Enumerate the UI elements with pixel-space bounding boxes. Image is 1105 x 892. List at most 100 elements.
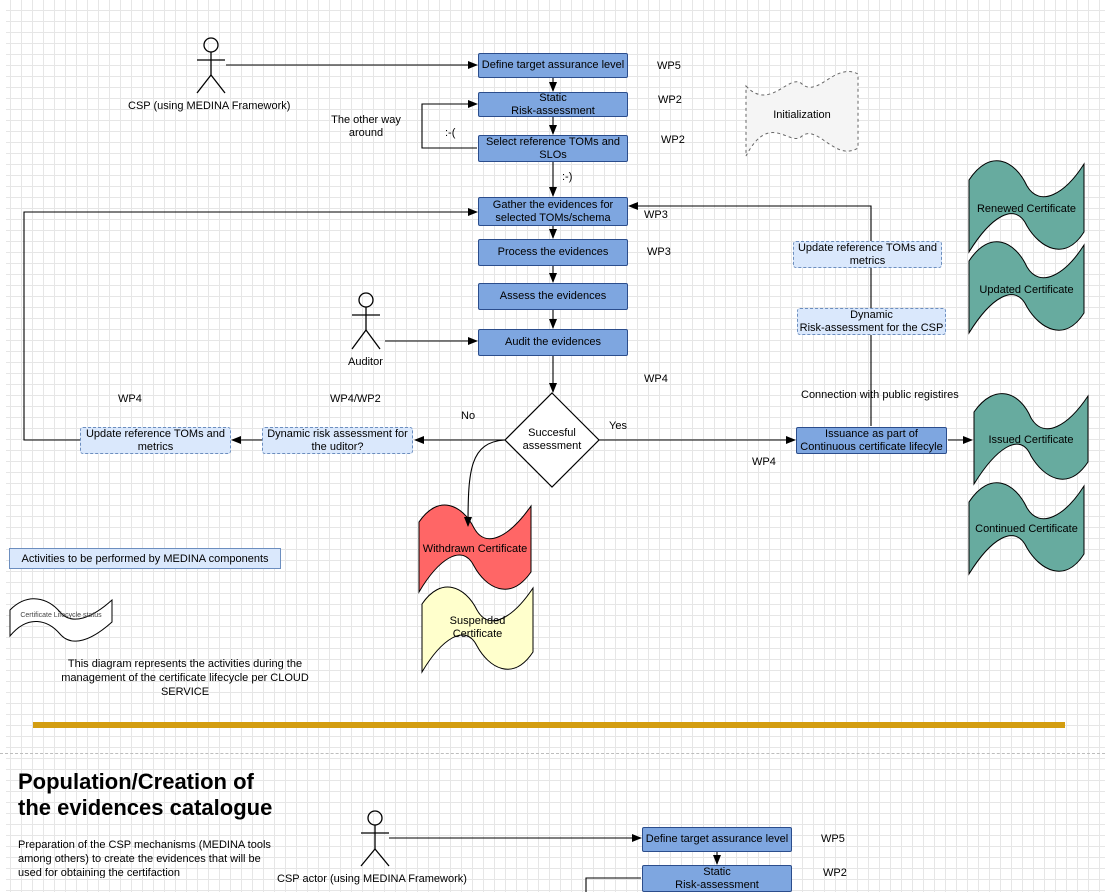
activities-legend-label: Activities to be performed by MEDINA com… [21,552,269,565]
page-break-line [0,753,1105,754]
sad-emoticon: :-( [445,127,456,139]
define-target-assurance-box[interactable]: Define target assurance level [478,53,628,78]
lifecycle-status-legend-label: Certificate Lifecycle status [20,611,102,619]
define-target-assurance-label: Define target assurance level [481,59,625,71]
wp-issuance-label: WP4 [752,456,776,468]
wp-audit-label: WP4 [644,373,668,385]
select-toms-line1: Select reference TOMs and [485,135,621,148]
renewed-certificate-label: Renewed Certificate [976,202,1077,215]
initialization-shape [745,71,859,157]
wp-process-label: WP3 [647,246,671,258]
decision-line1: Succesful [528,427,576,439]
issuance-line1: Issuance as part of [825,427,918,440]
activities-legend-box: Activities to be performed by MEDINA com… [9,548,281,569]
issued-certificate-shape [973,393,1089,486]
dynamic-csp-line1: Dynamic [850,308,893,321]
yes-branch-label: Yes [609,420,627,432]
update-reference-toms-left-box[interactable]: Update reference TOMs and metrics [80,427,231,454]
auditor-actor-icon [351,292,381,350]
description-line2: management of the certificate lifecycle … [61,672,309,684]
withdrawn-certificate-shape [418,504,532,594]
other-way-line2: around [348,127,384,139]
dynamic-csp-line2: Risk-assessment for the CSP [799,321,944,334]
page-margin [0,0,6,892]
section2-static-line1: Static [703,866,731,878]
assess-evidences-box[interactable]: Assess the evidences [478,283,628,310]
update-left-line1: Update reference TOMs and [85,427,225,440]
other-way-line1: The other way [331,114,401,126]
static-risk-assessment-box[interactable]: Static Risk-assessment [478,92,628,117]
diagram-description: This diagram represents the activities d… [50,657,320,699]
section2-title: Population/Creation of the evidences cat… [18,769,272,821]
audit-evidences-box[interactable]: Audit the evidences [478,329,628,356]
wp-select-label: WP2 [661,134,685,146]
section2-para-line2: among others) to create the evidences th… [18,853,261,865]
other-way-around-note: The other way around [326,114,406,140]
updated-certificate-shape [968,241,1085,335]
dynamic-risk-csp-box[interactable]: Dynamic Risk-assessment for the CSP [797,308,946,335]
section2-define-target-box[interactable]: Define target assurance level [642,827,792,852]
issuance-line2: Continuous certificate lifecyle [800,440,943,453]
section2-static-risk-box[interactable]: Static Risk-assessment [642,865,792,892]
suspended-certificate-label: Suspended Certificate [422,613,533,643]
decision-line2: assessment [522,440,582,452]
successful-assessment-decision-shape [504,392,600,488]
suspended-line2: Certificate [452,628,503,640]
section2-wp-define-label: WP5 [821,833,845,845]
static-risk-line1: Static [539,91,567,104]
updated-certificate-label: Updated Certificate [979,283,1074,296]
section2-title-line1: Population/Creation of [18,769,254,794]
public-registries-note: Connection with public registires [801,389,959,401]
description-line3: SERVICE [160,686,210,698]
dynamic-auditor-line1: Dynamic risk assessment for [267,427,408,440]
issued-certificate-label: Issued Certificate [988,433,1074,446]
process-evidences-box[interactable]: Process the evidences [478,239,628,266]
suspended-certificate-shape [421,586,534,674]
wp-middle-label: WP4/WP2 [330,393,381,405]
lifecycle-status-legend-shape [9,598,113,642]
audit-evidences-label: Audit the evidences [504,336,601,348]
continued-certificate-shape [968,482,1085,576]
suspended-line1: Suspended [449,615,506,627]
section2-define-target-label: Define target assurance level [645,833,789,845]
static-risk-line2: Risk-assessment [511,104,595,117]
section2-para-line1: Preparation of the CSP mechanisms (MEDIN… [18,839,271,851]
csp-actor-label: CSP (using MEDINA Framework) [128,100,291,112]
section2-title-line2: the evidences catalogue [18,795,273,820]
happy-emoticon: :-) [562,171,573,183]
update-right-line1: Update reference TOMs and [797,241,937,254]
description-line1: This diagram represents the activities d… [67,658,303,670]
csp-actor-bottom-icon [360,810,390,867]
gather-evidences-box[interactable]: Gather the evidences for selected TOMs/s… [478,197,628,226]
gather-line2: selected TOMs/schema [495,211,611,224]
auditor-actor-label: Auditor [348,356,383,368]
connector-lines [23,61,973,892]
process-evidences-label: Process the evidences [497,246,609,258]
update-right-line2: metrics [849,254,886,267]
wp-left-label: WP4 [118,393,142,405]
section2-paragraph: Preparation of the CSP mechanisms (MEDIN… [18,838,288,878]
gather-line1: Gather the evidences for [492,198,614,211]
renewed-certificate-shape [968,160,1085,254]
csp-actor-icon [196,37,226,94]
update-left-line2: metrics [137,440,174,453]
section2-static-line2: Risk-assessment [675,879,759,891]
no-branch-label: No [461,410,476,422]
update-reference-toms-right-box[interactable]: Update reference TOMs and metrics [793,241,942,268]
initialization-label: Initialization [773,108,831,121]
wp-gather-label: WP3 [644,209,668,221]
wp-static-label: WP2 [658,94,682,106]
section-separator [33,722,1065,728]
section2-wp-static-label: WP2 [823,867,847,879]
continued-certificate-label: Continued Certificate [975,522,1078,535]
issuance-box[interactable]: Issuance as part of Continuous certifica… [796,427,947,454]
csp-actor-bottom-label: CSP actor (using MEDINA Framework) [277,873,467,885]
withdrawn-certificate-label: Withdrawn Certificate [422,542,528,555]
decision-label: Succesful assessment [510,424,594,456]
select-reference-toms-box[interactable]: Select reference TOMs and SLOs [478,135,628,162]
dynamic-risk-auditor-box[interactable]: Dynamic risk assessment for the uditor? [262,427,413,454]
wp-define-label: WP5 [657,60,681,72]
dynamic-auditor-line2: the uditor? [311,440,364,453]
